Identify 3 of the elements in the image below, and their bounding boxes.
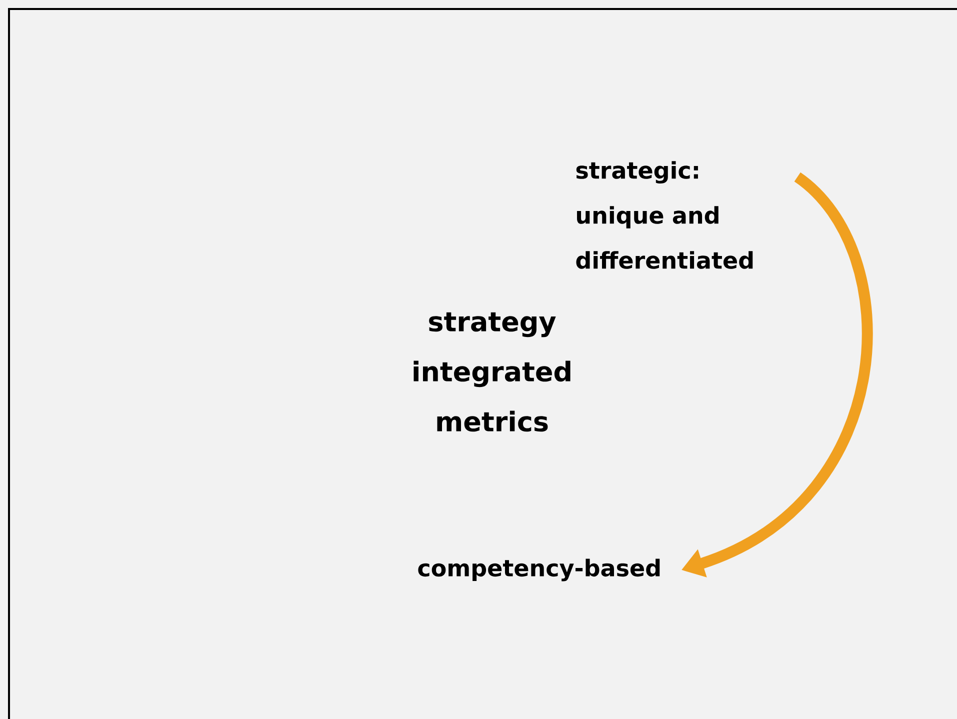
text-label: strategy integrated metrics (414, 312, 570, 432)
text-label: competency-based (418, 558, 660, 582)
text-label: strategic: unique and differentiated (576, 161, 753, 269)
